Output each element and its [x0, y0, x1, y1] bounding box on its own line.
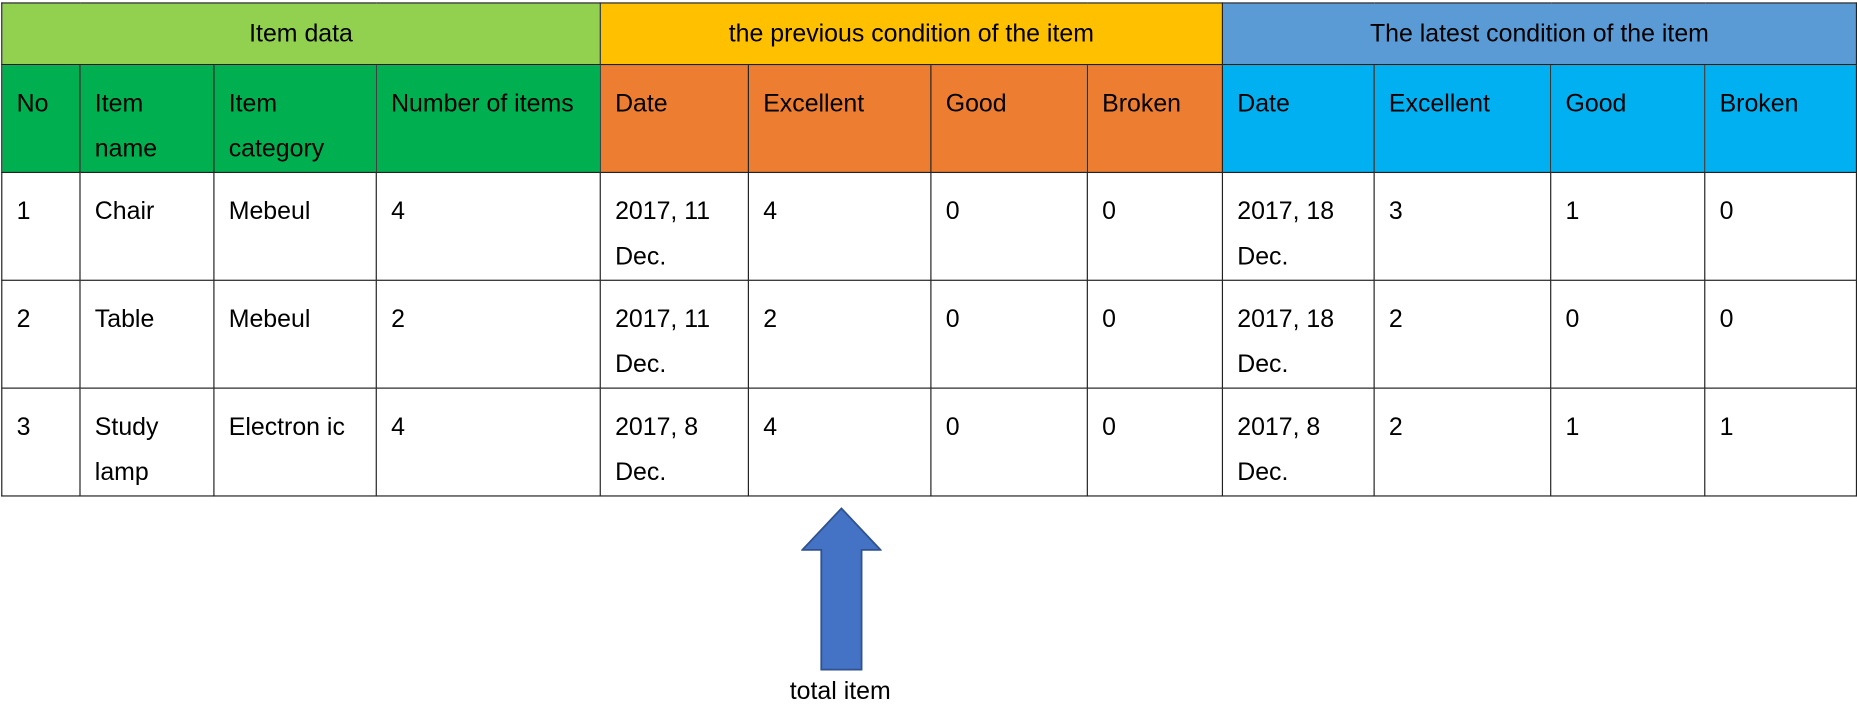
table-cell: 2	[375, 279, 601, 389]
table-cell: 2	[1373, 279, 1552, 389]
table-cell: 0	[1086, 279, 1224, 389]
table-cell: 0	[930, 387, 1088, 497]
table-cell: 1	[1550, 387, 1706, 497]
col-header: Item category	[213, 63, 377, 174]
table-cell: Electron ic	[213, 387, 377, 497]
table-cell: 0	[930, 171, 1088, 281]
table-cell: 4	[375, 387, 601, 497]
col-header: Date	[1221, 63, 1375, 174]
table-cell: Mebeul	[213, 171, 377, 281]
table-cell: 2017, 8 Dec.	[1221, 387, 1375, 497]
column-header-row: No Item name Item category Number of ite…	[1, 63, 1857, 174]
table-cell: 4	[747, 387, 932, 497]
table-cell: 0	[1086, 171, 1224, 281]
col-header: Excellent	[1373, 63, 1552, 174]
up-arrow-icon	[801, 507, 882, 671]
col-header: Number of items	[375, 63, 601, 174]
col-header: Item name	[79, 63, 215, 174]
table-cell: 0	[1704, 279, 1857, 389]
col-header: Excellent	[747, 63, 932, 174]
col-header: Good	[1550, 63, 1706, 174]
col-header: Date	[599, 63, 749, 174]
table-cell: 1	[1, 171, 81, 281]
col-header: Broken	[1086, 63, 1224, 174]
table-cell: 2017, 18 Dec.	[1221, 171, 1375, 281]
group-item-data: Item data	[1, 2, 601, 66]
inventory-condition-table: Item data the previous condition of the …	[1, 2, 1857, 497]
table-cell: 3	[1, 387, 81, 497]
table-cell: 2017, 18 Dec.	[1221, 279, 1375, 389]
table-cell: 2	[747, 279, 932, 389]
table-cell: Study lamp	[79, 387, 215, 497]
table-cell: 2	[1, 279, 81, 389]
table-cell: 2	[1373, 387, 1552, 497]
table-cell: 2017, 11 Dec.	[599, 171, 749, 281]
table-cell: Chair	[79, 171, 215, 281]
table-cell: 0	[1704, 171, 1857, 281]
group-latest-condition: The latest condition of the item	[1221, 2, 1857, 66]
table-cell: 0	[1086, 387, 1224, 497]
group-previous-condition: the previous condition of the item	[599, 2, 1224, 66]
col-header: Good	[930, 63, 1088, 174]
group-header-row: Item data the previous condition of the …	[1, 2, 1857, 66]
table-cell: 3	[1373, 171, 1552, 281]
table-cell: 2017, 8 Dec.	[599, 387, 749, 497]
col-header: Broken	[1704, 63, 1857, 174]
table-cell: 0	[1550, 279, 1706, 389]
table-cell: Table	[79, 279, 215, 389]
table-cell: 2017, 11 Dec.	[599, 279, 749, 389]
arrow-caption: total item	[789, 677, 891, 706]
table-cell: Mebeul	[213, 279, 377, 389]
table-cell: 4	[375, 171, 601, 281]
table-cell: 0	[930, 279, 1088, 389]
table-cell: 1	[1704, 387, 1857, 497]
col-header: No	[1, 63, 81, 174]
table-cell: 4	[747, 171, 932, 281]
table-cell: 1	[1550, 171, 1706, 281]
